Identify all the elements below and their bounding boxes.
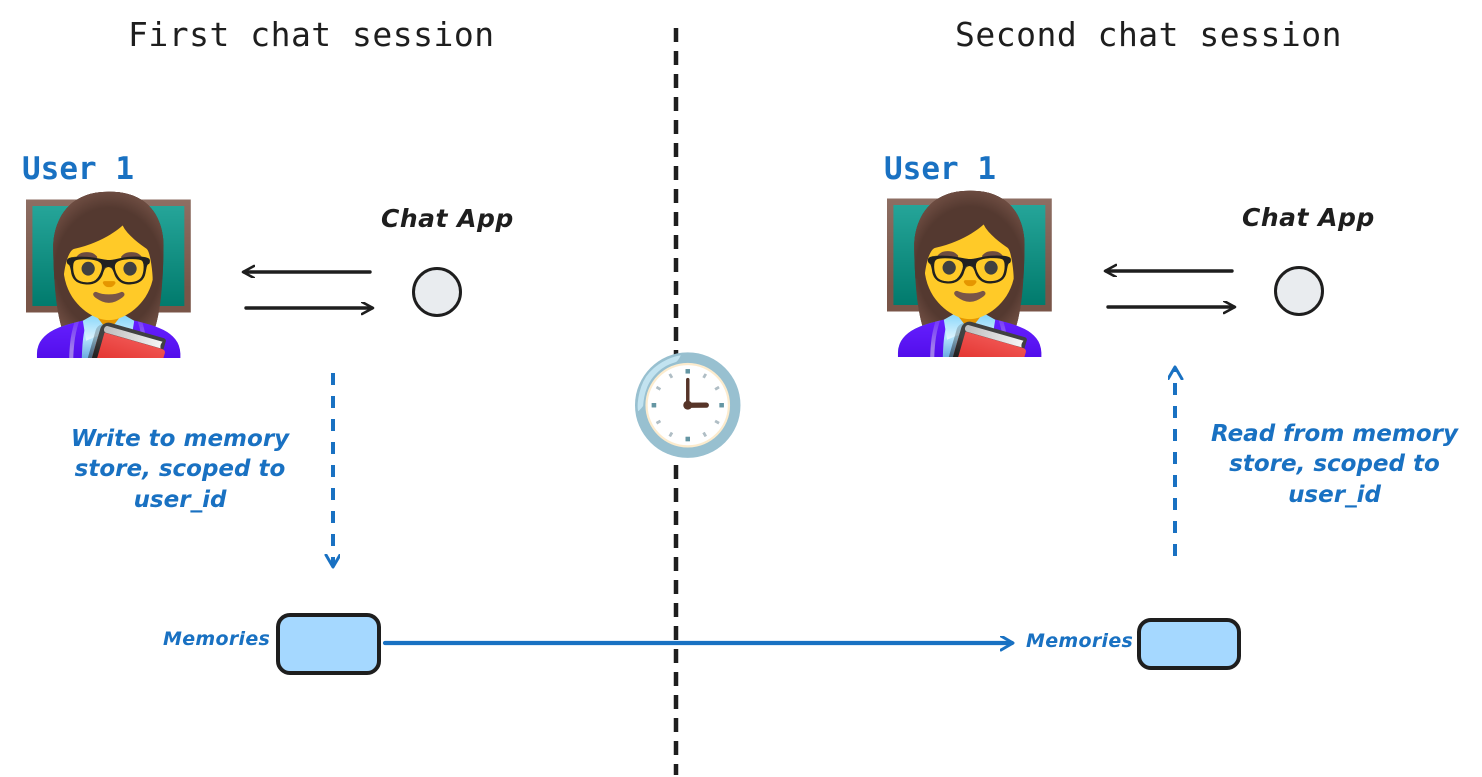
clock-emoji: 🕒 — [628, 352, 748, 459]
left-session-heading: First chat session — [128, 15, 495, 54]
left-exchange-arrows — [244, 272, 372, 308]
right-chat-app-node[interactable] — [1274, 266, 1324, 316]
right-memories-box[interactable] — [1137, 618, 1241, 670]
left-memories-box[interactable] — [276, 613, 381, 675]
left-write-annotation: Write to memory store, scoped to user_id — [70, 426, 290, 513]
right-exchange-arrows — [1106, 271, 1234, 307]
right-read-annotation: Read from memory store, scoped to user_i… — [1211, 421, 1458, 508]
right-chat-app-label: Chat App — [1242, 203, 1375, 232]
right-user-avatar-emoji: 👩‍🏫 — [876, 190, 1063, 358]
left-chat-app-node[interactable] — [412, 267, 462, 317]
left-chat-app-label: Chat App — [381, 204, 514, 233]
right-user-label: User 1 — [884, 151, 996, 187]
right-session-heading: Second chat session — [955, 15, 1342, 54]
right-memories-label: Memories — [1026, 630, 1134, 652]
left-user-label: User 1 — [22, 151, 134, 187]
left-memories-label: Memories — [163, 628, 271, 650]
left-user-avatar-emoji: 👩‍🏫 — [15, 191, 202, 359]
